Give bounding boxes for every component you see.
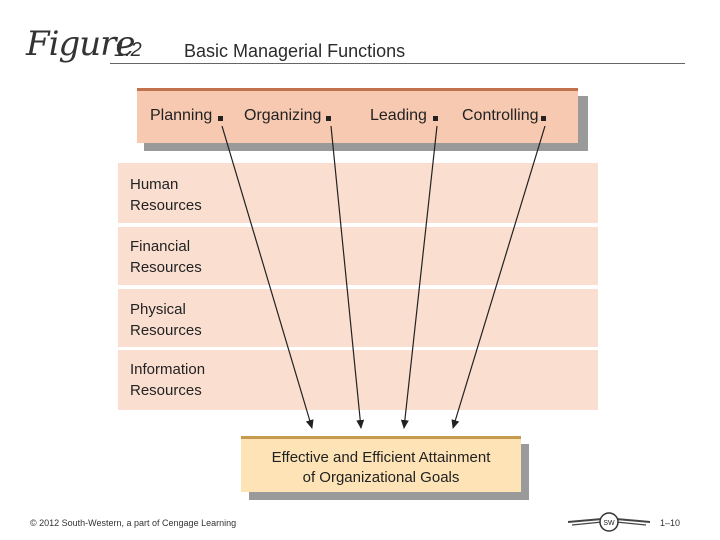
resource-label-human: Human Resources <box>130 176 202 214</box>
resource-row-financial <box>118 227 598 285</box>
goal-label: Effective and Efficient Attainment of Or… <box>271 449 491 486</box>
page-number: 1–10 <box>660 518 681 528</box>
function-organizing-marker <box>326 116 331 121</box>
logo-text: SW <box>603 520 615 527</box>
arrow-controlling <box>451 125 546 429</box>
resource-row-physical <box>118 289 598 347</box>
figure-number: 1.2 <box>114 39 142 61</box>
resource-label-financial: Financial Resources <box>130 238 202 276</box>
resource-label-information: Information Resources <box>130 361 206 399</box>
figure-word: Figure <box>26 24 136 64</box>
function-controlling: Controlling <box>462 107 539 124</box>
figure-title: Basic Managerial Functions <box>184 41 406 61</box>
function-planning-marker <box>218 116 223 121</box>
function-leading-marker <box>433 116 438 121</box>
goal-box <box>241 436 521 492</box>
arrow-planning <box>221 125 314 429</box>
function-leading: Leading <box>370 107 427 124</box>
function-organizing: Organizing <box>244 107 322 124</box>
function-controlling-marker <box>541 116 546 121</box>
arrow-organizing <box>330 125 365 429</box>
publisher-logo: SW <box>567 512 651 532</box>
functions-box <box>137 88 578 143</box>
function-planning: Planning <box>150 107 213 124</box>
resource-label-physical: Physical Resources <box>130 301 202 339</box>
title-rule <box>110 63 685 64</box>
copyright-text: © 2012 South-Western, a part of Cengage … <box>30 518 237 528</box>
arrow-leading <box>400 125 438 429</box>
